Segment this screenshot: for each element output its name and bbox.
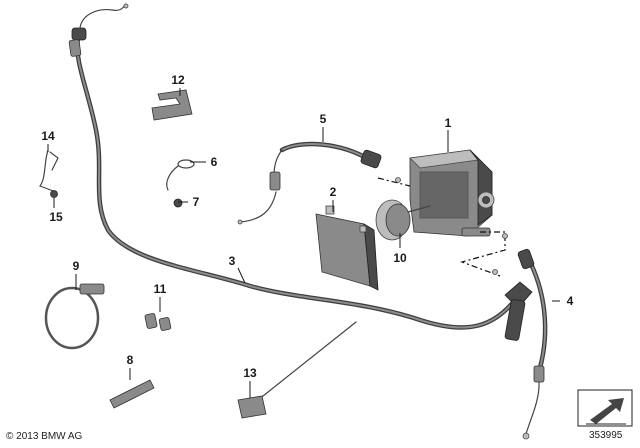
callout-5: 5 <box>320 112 327 126</box>
part-3-cable <box>68 3 518 330</box>
callout-10: 10 <box>393 251 407 265</box>
part-9-band-clamp <box>44 283 105 350</box>
callout-12: 12 <box>171 73 185 87</box>
part-7-grommet <box>173 198 183 208</box>
callout-6: 6 <box>211 155 218 169</box>
callout-11: 11 <box>154 282 167 296</box>
callout-3: 3 <box>229 254 236 268</box>
part-2-cover <box>315 205 379 291</box>
callout-7: 7 <box>193 195 200 209</box>
callout-2: 2 <box>330 185 337 199</box>
callout-14: 14 <box>41 129 55 143</box>
part-8-strap <box>109 379 155 409</box>
callout-15: 15 <box>49 210 63 224</box>
part-14-bracket <box>39 149 59 193</box>
image-number: 353995 <box>589 430 623 441</box>
part-11-clips <box>144 313 172 331</box>
assembly-lines <box>377 177 508 277</box>
part-4-cable <box>504 248 548 440</box>
callout-labels: 1 2 3 4 5 6 7 8 9 10 11 12 13 14 15 <box>41 73 573 380</box>
callout-13: 13 <box>243 366 257 380</box>
part-5-cable <box>237 141 382 225</box>
leader-lines <box>47 88 560 398</box>
part-1-actuator-housing <box>409 149 495 237</box>
part-13-rod <box>237 321 357 419</box>
part-10-diaphragm <box>375 199 431 241</box>
callout-8: 8 <box>127 353 134 367</box>
view-symbol-box <box>577 389 633 427</box>
callout-9: 9 <box>73 259 80 273</box>
callout-1: 1 <box>445 116 452 130</box>
part-6-spring-clip <box>166 159 195 191</box>
part-15-screw <box>50 190 58 205</box>
callout-4: 4 <box>567 294 574 308</box>
part-12-clip <box>151 89 193 121</box>
copyright-text: © 2013 BMW AG <box>6 431 83 442</box>
